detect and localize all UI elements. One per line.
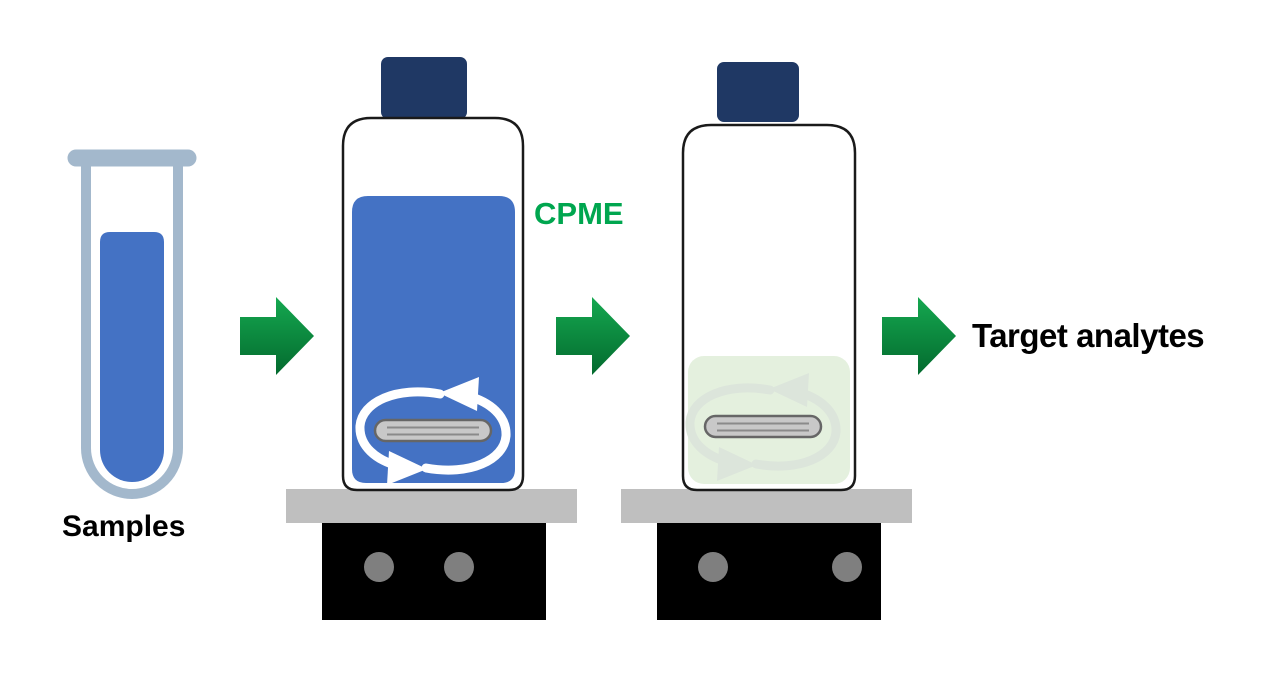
extraction-bottle-2 xyxy=(681,62,857,492)
stir-plate-top-2 xyxy=(621,489,912,523)
process-arrow-right-icon-2 xyxy=(556,297,630,375)
bottle-cap-1 xyxy=(381,57,467,119)
stir-plate-top-1 xyxy=(286,489,577,523)
stir-plate-unit-2 xyxy=(621,489,912,620)
extraction-bottle-1 xyxy=(341,57,525,492)
target-analytes-label: Target analytes xyxy=(972,317,1205,354)
test-tube-liquid xyxy=(100,232,164,482)
sample-test-tube xyxy=(67,149,197,499)
stirrer-knob-1b xyxy=(444,552,474,582)
stirrer-knob-1a xyxy=(364,552,394,582)
bottle-liquid-blue xyxy=(352,196,515,483)
samples-label: Samples xyxy=(62,510,186,543)
bottle-cap-2 xyxy=(717,62,799,122)
cpme-solvent-label: CPME xyxy=(534,196,624,231)
process-arrow-right-icon-1 xyxy=(240,297,314,375)
stir-plate-unit-1 xyxy=(286,489,577,620)
stirrer-knob-2b xyxy=(832,552,862,582)
stirrer-base-1 xyxy=(322,523,546,620)
stirrer-knob-2a xyxy=(698,552,728,582)
process-arrow-right-icon-3 xyxy=(882,297,956,375)
